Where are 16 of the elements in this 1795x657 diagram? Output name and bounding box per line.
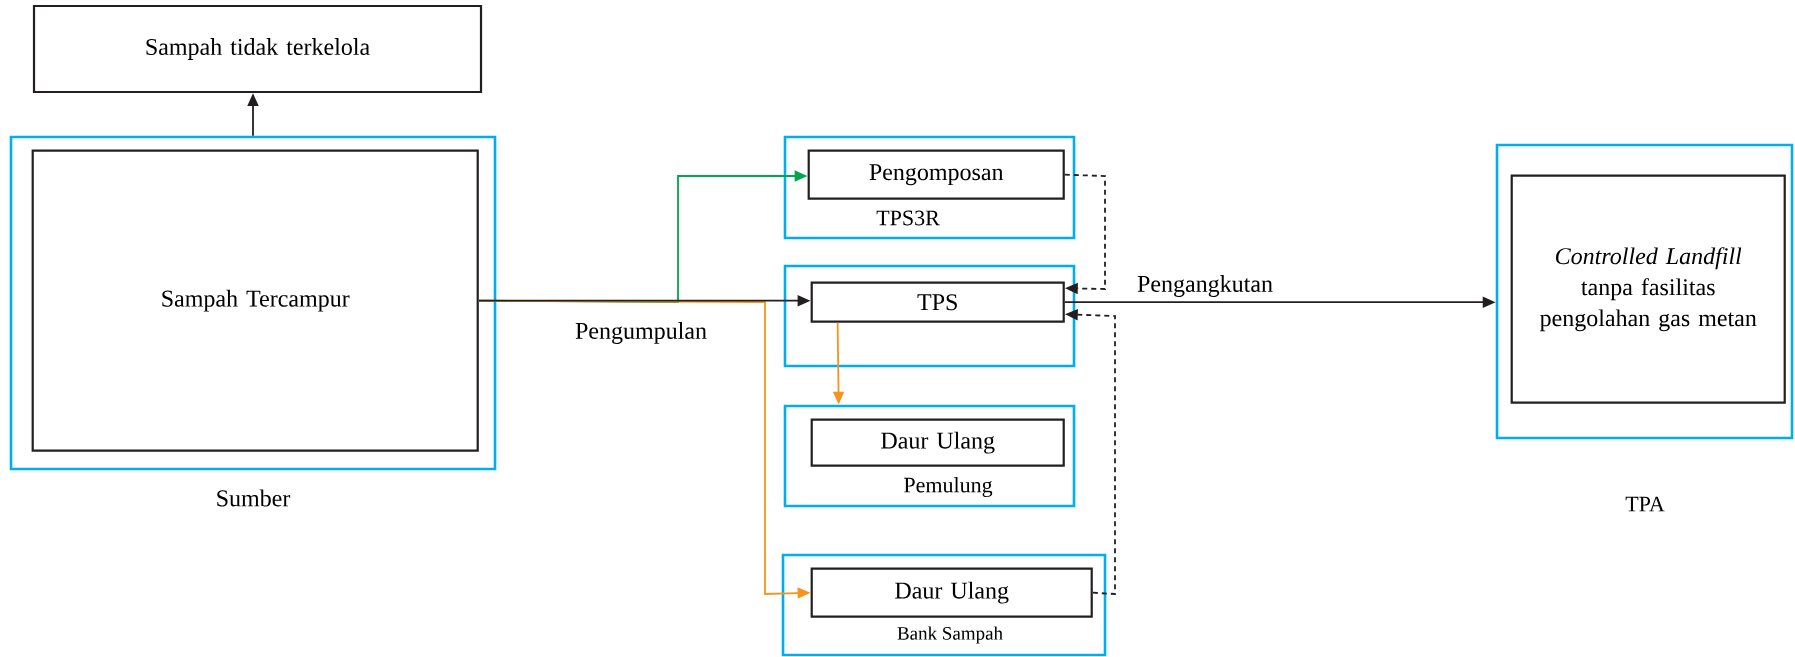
process-box: Controlled Landfill tanpa fasilitas pengolahan gas metan [1510,174,1786,404]
node-label: Sumber [217,489,291,507]
process-box: Daur Ulang [810,418,1065,467]
arrow [1063,173,1106,295]
edge-label: Pengangkutan [1135,273,1275,299]
group-frame [783,264,1076,368]
node-label: TPS3R [876,210,940,226]
process-box: TPS [810,281,1065,323]
process-box: Sampah tidak terkelola [32,4,483,94]
node-label: Bank Sampah [897,626,1003,644]
edge-label: Pengumpulan [573,320,709,346]
process-box: Sampah Tercampur [31,149,479,452]
node-label: Pemulung [904,477,993,497]
process-box: Pengomposan [807,149,1065,200]
node-label: TPA [1625,496,1665,512]
process-box: Daur Ulang [810,567,1093,618]
